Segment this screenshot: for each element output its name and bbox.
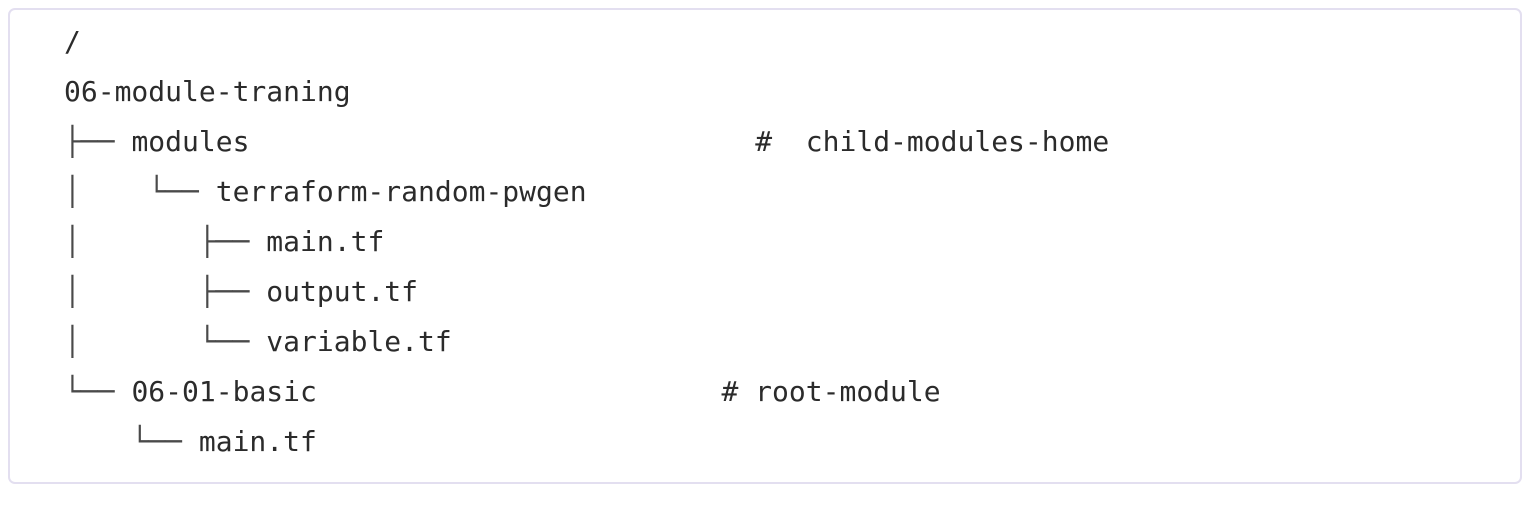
tree-branch-glyphs: └── — [64, 425, 199, 458]
tree-node-name: 06-01-basic — [131, 375, 317, 408]
tree-line: └── 06-01-basic # root-module — [64, 367, 1520, 417]
tree-node-name: output.tf — [266, 275, 419, 308]
tree-line: │ └── variable.tf — [64, 317, 1520, 367]
tree-node-name: modules — [131, 125, 250, 158]
tree-line: └── main.tf — [64, 417, 1520, 467]
tree-line: / — [64, 17, 1520, 67]
tree-branch-glyphs: ├── — [64, 125, 132, 158]
directory-tree-card: / 06-module-traning ├── modules # child-mo… — [8, 8, 1522, 484]
tree-line: │ ├── output.tf — [64, 267, 1520, 317]
tree-node-name: main.tf — [198, 425, 317, 458]
tree-branch-glyphs: │ ├── — [64, 275, 267, 308]
tree-branch-glyphs: └── — [64, 375, 132, 408]
tree-node-name: / — [64, 25, 81, 58]
tree-node-comment: # root-module — [721, 375, 941, 408]
tree-node-name: variable.tf — [266, 325, 452, 358]
tree-line: │ ├── main.tf — [64, 217, 1520, 267]
tree-branch-glyphs: │ ├── — [64, 225, 267, 258]
tree-node-name: terraform-random-pwgen — [215, 175, 587, 208]
comment-spacer — [249, 125, 755, 158]
tree-node-name: main.tf — [266, 225, 385, 258]
tree-branch-glyphs: │ └── — [64, 325, 267, 358]
tree-node-comment: # child-modules-home — [755, 125, 1110, 158]
tree-line: │ └── terraform-random-pwgen — [64, 167, 1520, 217]
tree-branch-glyphs: │ └── — [64, 175, 216, 208]
tree-node-name: 06-module-traning — [64, 75, 351, 108]
tree-line: ├── modules # child-modules-home — [64, 117, 1520, 167]
tree-line: 06-module-traning — [64, 67, 1520, 117]
comment-spacer — [317, 375, 722, 408]
directory-tree-listing: / 06-module-traning ├── modules # child-mo… — [64, 17, 1520, 482]
